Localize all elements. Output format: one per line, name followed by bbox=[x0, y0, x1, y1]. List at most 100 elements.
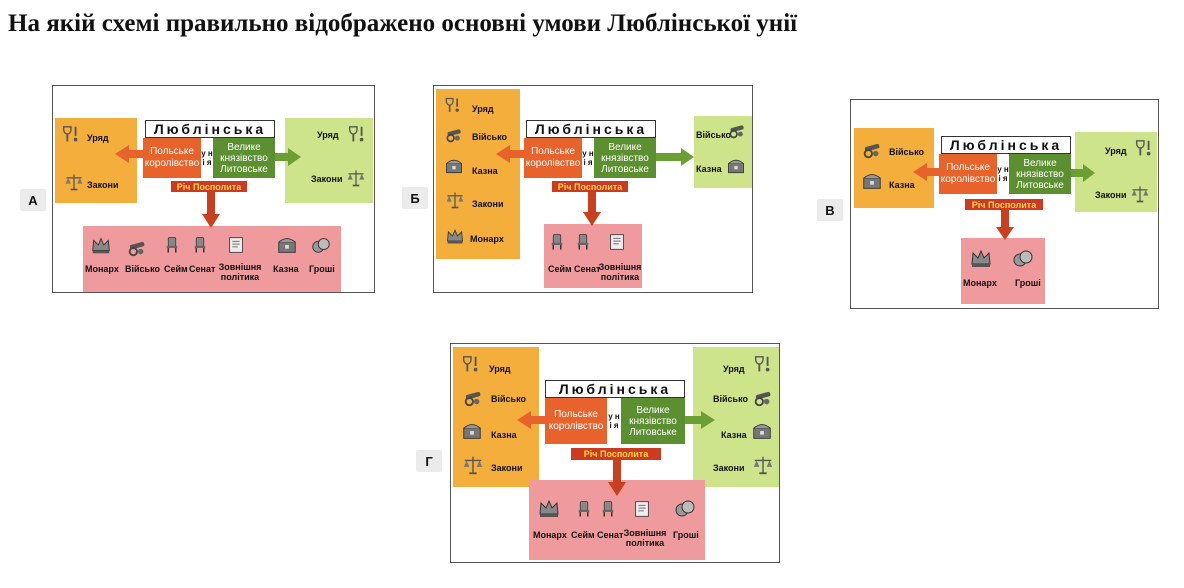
option-label-b[interactable]: Б bbox=[402, 187, 428, 209]
question-title: На якій схемі правильно відображено осно… bbox=[8, 10, 798, 37]
bottom-item: Сейм bbox=[548, 264, 572, 274]
option-g-diagram[interactable]: Уряд Військо Казна Закони Уряд Військо К… bbox=[450, 343, 780, 563]
crown-icon bbox=[442, 226, 468, 246]
polish-kingdom-label: Польське королівство bbox=[545, 398, 607, 444]
arrow-right-icon bbox=[1071, 164, 1095, 182]
arrow-down-icon bbox=[996, 210, 1014, 240]
bottom-item: Військо bbox=[125, 264, 160, 274]
bottom-item: Зовнішня політика bbox=[623, 528, 667, 548]
union-label: у н і я bbox=[607, 398, 621, 444]
throne-icon bbox=[163, 232, 181, 258]
bottom-item: Зовнішня політика bbox=[218, 262, 262, 282]
grand-duchy-label: Велике князівство Литовське bbox=[594, 138, 656, 178]
arrow-left-icon bbox=[517, 411, 547, 429]
bottom-item: Казна bbox=[273, 264, 299, 274]
option-a-diagram[interactable]: Уряд Закони Уряд Закони Люблінська Польс… bbox=[52, 85, 375, 293]
left-item: Закони bbox=[87, 180, 119, 190]
cannon-icon bbox=[749, 386, 777, 408]
right-item: Закони bbox=[1095, 190, 1127, 200]
option-label-v[interactable]: В bbox=[817, 199, 843, 221]
chest-icon bbox=[442, 156, 466, 176]
cannon-icon bbox=[857, 138, 887, 160]
right-item: Закони bbox=[713, 463, 745, 473]
lublin-title: Люблінська bbox=[145, 120, 275, 138]
lithuanian-box bbox=[285, 118, 373, 203]
left-item: Військо bbox=[472, 132, 507, 142]
grand-duchy-label: Велике князівство Литовське bbox=[1009, 154, 1071, 194]
right-item: Уряд bbox=[723, 364, 745, 374]
left-item: Військо bbox=[491, 394, 526, 404]
polish-box bbox=[55, 118, 137, 203]
left-item: Уряд bbox=[87, 133, 109, 143]
scales-icon bbox=[61, 172, 87, 192]
option-v-diagram[interactable]: Військо Казна Уряд Закони Люблінська Пол… bbox=[850, 99, 1159, 309]
left-item: Монарх bbox=[470, 234, 504, 244]
chest-icon bbox=[275, 234, 299, 256]
left-item: Закони bbox=[472, 199, 504, 209]
bottom-item: Сенат bbox=[597, 530, 624, 540]
right-item: Уряд bbox=[317, 130, 339, 140]
right-item: Казна bbox=[721, 430, 747, 440]
scroll-icon bbox=[631, 496, 653, 522]
left-item: Уряд bbox=[489, 364, 511, 374]
coins-icon bbox=[309, 234, 333, 256]
chest-icon bbox=[749, 420, 775, 442]
right-item: Закони bbox=[311, 174, 343, 184]
cannon-icon bbox=[442, 124, 466, 144]
cannon-icon bbox=[459, 386, 487, 408]
scroll-icon bbox=[225, 232, 247, 258]
right-item: Уряд bbox=[1105, 146, 1127, 156]
right-item: Військо bbox=[696, 130, 731, 140]
bottom-item: Гроші bbox=[309, 264, 335, 274]
polish-box bbox=[436, 89, 520, 259]
throne-icon bbox=[191, 232, 209, 258]
chest-icon bbox=[724, 156, 748, 176]
government-icon bbox=[459, 354, 483, 376]
grand-duchy-label: Велике князівство Литовське bbox=[621, 398, 685, 444]
grand-duchy-label: Велике князівство Литовське bbox=[213, 138, 275, 178]
bottom-item: Сенат bbox=[574, 264, 601, 274]
bottom-item: Монарх bbox=[963, 278, 997, 288]
cannon-icon bbox=[125, 236, 149, 258]
arrow-down-icon bbox=[583, 192, 601, 226]
scales-icon bbox=[459, 454, 487, 476]
bottom-item: Монарх bbox=[85, 264, 119, 274]
arrow-left-icon bbox=[496, 145, 526, 163]
left-item: Казна bbox=[889, 180, 915, 190]
commonwealth-label: Річ Посполита bbox=[171, 181, 247, 192]
polish-kingdom-label: Польське королівство bbox=[524, 138, 582, 178]
right-item: Військо bbox=[713, 394, 748, 404]
scales-icon bbox=[749, 454, 777, 476]
bottom-item: Гроші bbox=[1015, 278, 1041, 288]
bottom-item: Зовнішня політика bbox=[598, 262, 642, 282]
union-label: у н і я bbox=[582, 138, 594, 178]
arrow-left-icon bbox=[115, 145, 145, 163]
lublin-title: Люблінська bbox=[545, 380, 685, 398]
left-item: Закони bbox=[491, 463, 523, 473]
government-icon bbox=[59, 124, 83, 146]
union-label: у н і я bbox=[201, 138, 213, 178]
lublin-title: Люблінська bbox=[941, 136, 1071, 154]
scroll-icon bbox=[606, 230, 628, 254]
government-icon bbox=[442, 96, 464, 116]
left-item: Військо bbox=[889, 147, 924, 157]
crown-icon bbox=[89, 234, 113, 256]
option-b-diagram[interactable]: Уряд Військо Казна Закони Монарх Військо… bbox=[433, 85, 753, 293]
bottom-item: Сенат bbox=[189, 264, 216, 274]
throne-icon bbox=[599, 496, 617, 522]
coins-icon bbox=[671, 496, 699, 520]
commonwealth-box bbox=[961, 238, 1045, 304]
commonwealth-label: Річ Посполита bbox=[552, 181, 628, 192]
lublin-title: Люблінська bbox=[526, 120, 656, 138]
crown-icon bbox=[967, 246, 995, 270]
throne-icon bbox=[575, 496, 593, 522]
arrow-down-icon bbox=[202, 192, 220, 228]
arrow-right-icon bbox=[656, 148, 694, 166]
option-label-g[interactable]: Г bbox=[416, 450, 442, 472]
arrow-right-icon bbox=[685, 411, 715, 429]
commonwealth-box bbox=[83, 226, 341, 292]
polish-kingdom-label: Польське королівство bbox=[939, 154, 997, 194]
bottom-item: Монарх bbox=[533, 530, 567, 540]
option-label-a[interactable]: А bbox=[20, 189, 46, 211]
coins-icon bbox=[1009, 246, 1037, 270]
